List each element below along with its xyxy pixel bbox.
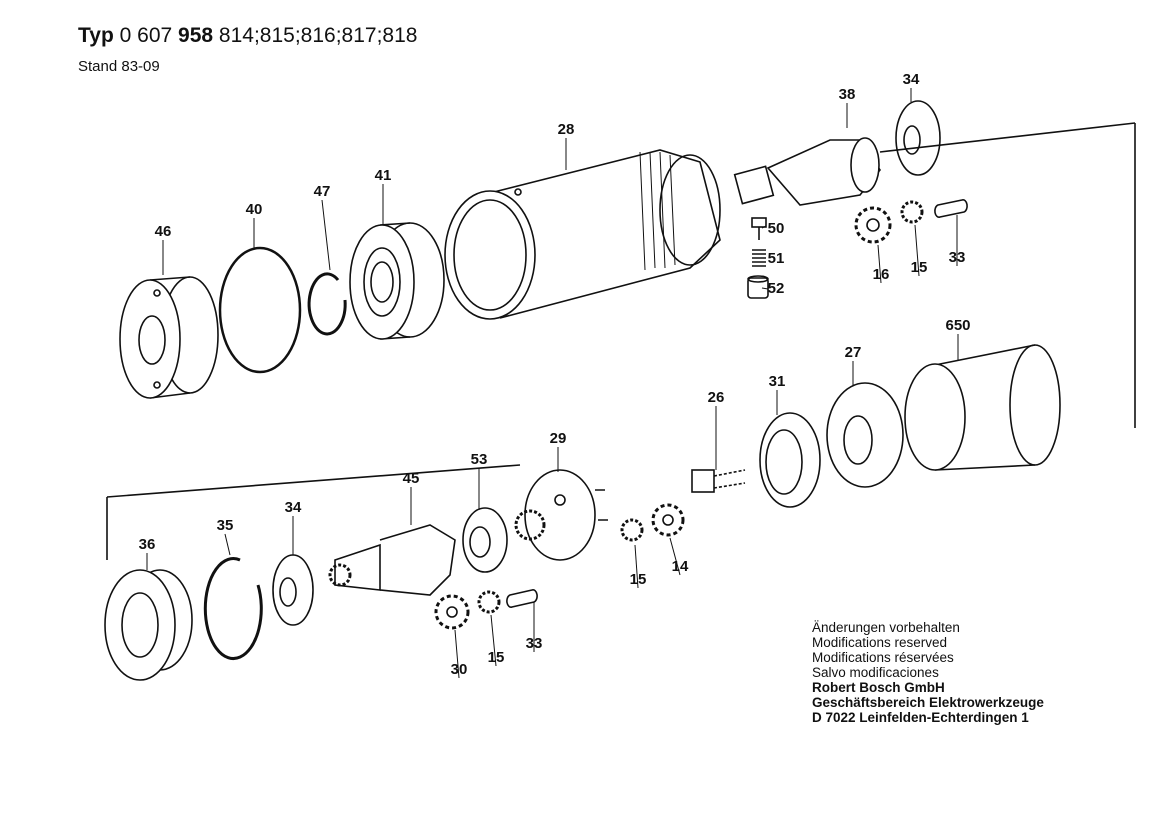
leader-line [761, 225, 767, 229]
part-label-50: 50 [768, 220, 785, 237]
leader-line [669, 537, 681, 576]
part-label-26: 26 [708, 389, 725, 406]
leader-line [321, 199, 331, 271]
part-40-o-ring [218, 246, 302, 374]
part-50-screw [751, 217, 767, 240]
part-label-28: 28 [558, 121, 575, 138]
company-line: D 7022 Leinfelden-Echterdingen 1 [812, 710, 1029, 725]
part-label-36: 36 [139, 536, 156, 553]
part-41-bearing [349, 222, 445, 340]
leader-lines [146, 88, 959, 679]
stand-date: Stand 83-09 [78, 58, 160, 75]
part-33-pin-bottom [506, 589, 538, 608]
part-47-circlip [307, 272, 347, 336]
part-label-15: 15 [911, 259, 928, 276]
part-label-16: 16 [873, 266, 890, 283]
part-label-46: 46 [155, 223, 172, 240]
document-title: Typ 0 607 958 814;815;816;817;818 [78, 24, 417, 48]
leader-line [761, 287, 769, 290]
note-line: Modifications reserved [812, 635, 948, 650]
part-15-gear-top [900, 200, 924, 224]
part-45-shaft [328, 524, 456, 596]
typ-label: Typ [78, 24, 114, 47]
part-36-ball-bearing [104, 569, 193, 681]
part-label-650: 650 [945, 317, 970, 334]
type-number: 958 [178, 24, 214, 47]
leader-line [914, 224, 920, 277]
type-variants: 814;815;816;817;818 [218, 24, 418, 47]
company-line: Geschäftsbereich Elektrowerkzeuge [812, 695, 1044, 710]
part-label-45: 45 [403, 470, 420, 487]
part-label-34: 34 [903, 71, 920, 88]
notes-block: Änderungen vorbehalten Modifications res… [812, 620, 1044, 725]
part-51-spring [752, 249, 766, 267]
note-line: Änderungen vorbehalten [812, 620, 960, 635]
part-label-34: 34 [285, 499, 302, 516]
part-label-35: 35 [217, 517, 234, 534]
part-26-spindle [691, 469, 746, 493]
part-28-housing [444, 149, 721, 320]
company-line: Robert Bosch GmbH [812, 680, 945, 695]
part-label-15: 15 [488, 649, 505, 666]
note-line: Salvo modificaciones [812, 665, 939, 680]
part-label-52: 52 [768, 280, 785, 297]
part-38-anvil [733, 137, 881, 206]
part-label-40: 40 [246, 201, 263, 218]
part-label-51: 51 [768, 250, 785, 267]
part-29-planet-carrier [514, 469, 608, 561]
part-34-washer-bottom [272, 554, 314, 626]
part-35-snap-ring [203, 557, 263, 661]
leader-line [490, 614, 497, 667]
part-53-washer [462, 507, 508, 573]
part-650-cylinder [904, 344, 1061, 471]
part-label-29: 29 [550, 430, 567, 447]
part-label-31: 31 [769, 373, 786, 390]
part-label-41: 41 [375, 167, 392, 184]
part-14-gear [651, 503, 685, 537]
part-33-pin-top [934, 199, 968, 218]
frame-lines [106, 122, 1136, 560]
part-label-53: 53 [471, 451, 488, 468]
part-31-ring [759, 412, 821, 508]
part-label-14: 14 [672, 558, 689, 575]
part-label-15: 15 [630, 571, 647, 588]
part-label-27: 27 [845, 344, 862, 361]
part-52-sleeve [747, 275, 769, 299]
part-label-47: 47 [314, 183, 331, 200]
part-30-gear [434, 594, 470, 630]
leader-line [224, 533, 231, 556]
part-34-washer-top [895, 100, 941, 176]
note-line: Modifications réservées [812, 650, 954, 665]
part-16-gear [854, 206, 892, 244]
part-15-gear-b [477, 590, 501, 614]
type-number-prefix: 0 607 [119, 24, 173, 47]
part-46-end-cap [119, 276, 219, 399]
part-label-38: 38 [839, 86, 856, 103]
part-27-disc [826, 382, 904, 488]
leader-line [877, 244, 882, 284]
leader-line [454, 629, 460, 679]
part-15-gear-a [620, 518, 644, 542]
leader-line [634, 544, 639, 589]
part-label-30: 30 [451, 661, 468, 678]
